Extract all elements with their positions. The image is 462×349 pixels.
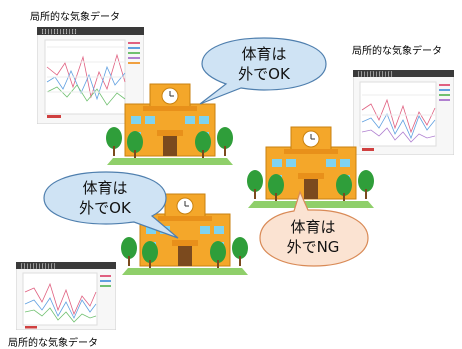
speech-bubble-right-line1: 体育は — [290, 218, 336, 236]
svg-text:[]||[]|[]|[]: []||[]|[]|[] — [41, 29, 77, 35]
weather-dashboard-thumbnail-bottom-left: []||[]|[]|[] — [16, 262, 116, 330]
speech-bubble-left: 体育は 外でOK — [40, 168, 180, 240]
school-building-top — [106, 83, 233, 165]
speech-bubble-top-line2: 外でOK — [238, 65, 290, 83]
svg-text:[]||[]|[]|[]: []||[]|[]|[] — [357, 72, 393, 78]
speech-bubble-top: 体育は 外でOK — [196, 34, 332, 106]
speech-bubble-top-shape — [199, 37, 327, 105]
school-building-bottom — [121, 193, 248, 275]
speech-bubble-right-line2: 外でNG — [286, 238, 340, 256]
speech-bubble-right: 体育は 外でNG — [254, 188, 372, 272]
caption-weather-data-top-right: 局所的な気象データ — [352, 46, 442, 57]
weather-dashboard-thumbnail-top-right: []||[]|[]|[] — [353, 70, 454, 155]
speech-bubble-right-shape — [259, 190, 369, 267]
svg-text:[]||[]|[]|[]: []||[]|[]|[] — [20, 264, 56, 270]
speech-bubble-left-line2: 外でOK — [79, 199, 131, 217]
caption-weather-data-top-left: 局所的な気象データ — [30, 12, 120, 23]
speech-bubble-top-line1: 体育は — [241, 45, 287, 63]
speech-bubble-left-shape — [43, 171, 179, 239]
speech-bubble-left-line1: 体育は — [82, 179, 128, 197]
caption-weather-data-bottom-left: 局所的な気象データ — [8, 338, 98, 349]
school-building-right — [247, 126, 374, 208]
